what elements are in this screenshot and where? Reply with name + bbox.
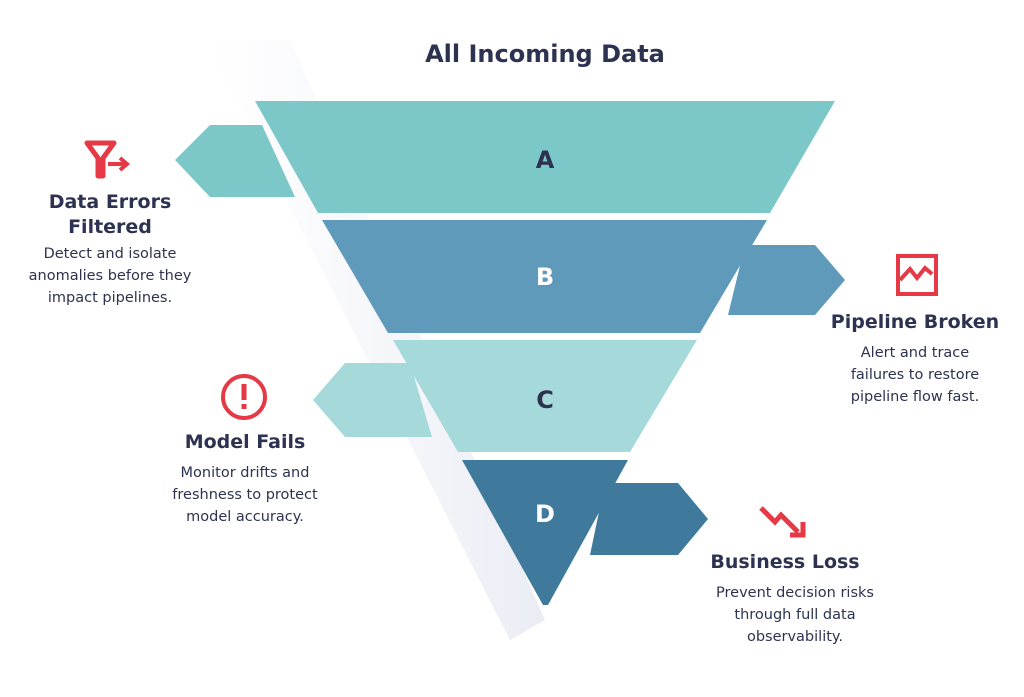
callout-title-business-loss: Business Loss xyxy=(710,551,860,573)
funnel-level-c xyxy=(393,340,697,452)
callout-title-data-errors: Data Errors Filtered xyxy=(48,191,172,238)
broken-chart-icon xyxy=(896,254,938,296)
funnel-level-b xyxy=(322,220,767,333)
funnel-level-d xyxy=(462,460,628,605)
callout-title-model-fails: Model Fails xyxy=(184,431,306,453)
level-label-a: A xyxy=(536,146,555,174)
callout-desc-data-errors: Detect and isolate anomalies before they… xyxy=(28,246,192,306)
callout-desc-business-loss: Prevent decision risks through full data… xyxy=(716,585,874,645)
alert-circle-icon xyxy=(221,374,267,420)
level-label-c: C xyxy=(536,386,554,414)
level-label-d: D xyxy=(535,500,555,528)
callout-arrow-c xyxy=(313,363,432,437)
callout-title-pipeline-broken: Pipeline Broken xyxy=(830,311,1000,333)
callout-arrow-a xyxy=(175,125,295,197)
callout-arrow-b xyxy=(728,245,845,315)
callout-arrow-d xyxy=(590,483,708,555)
page-title: All Incoming Data xyxy=(425,40,665,68)
funnel-level-a xyxy=(255,101,835,213)
trend-down-icon xyxy=(759,506,806,538)
level-label-b: B xyxy=(536,263,554,291)
callout-desc-model-fails: Monitor drifts and freshness to protect … xyxy=(172,465,318,525)
callout-desc-pipeline-broken: Alert and trace failures to restore pipe… xyxy=(850,345,980,405)
filter-arrow-icon xyxy=(84,140,131,179)
